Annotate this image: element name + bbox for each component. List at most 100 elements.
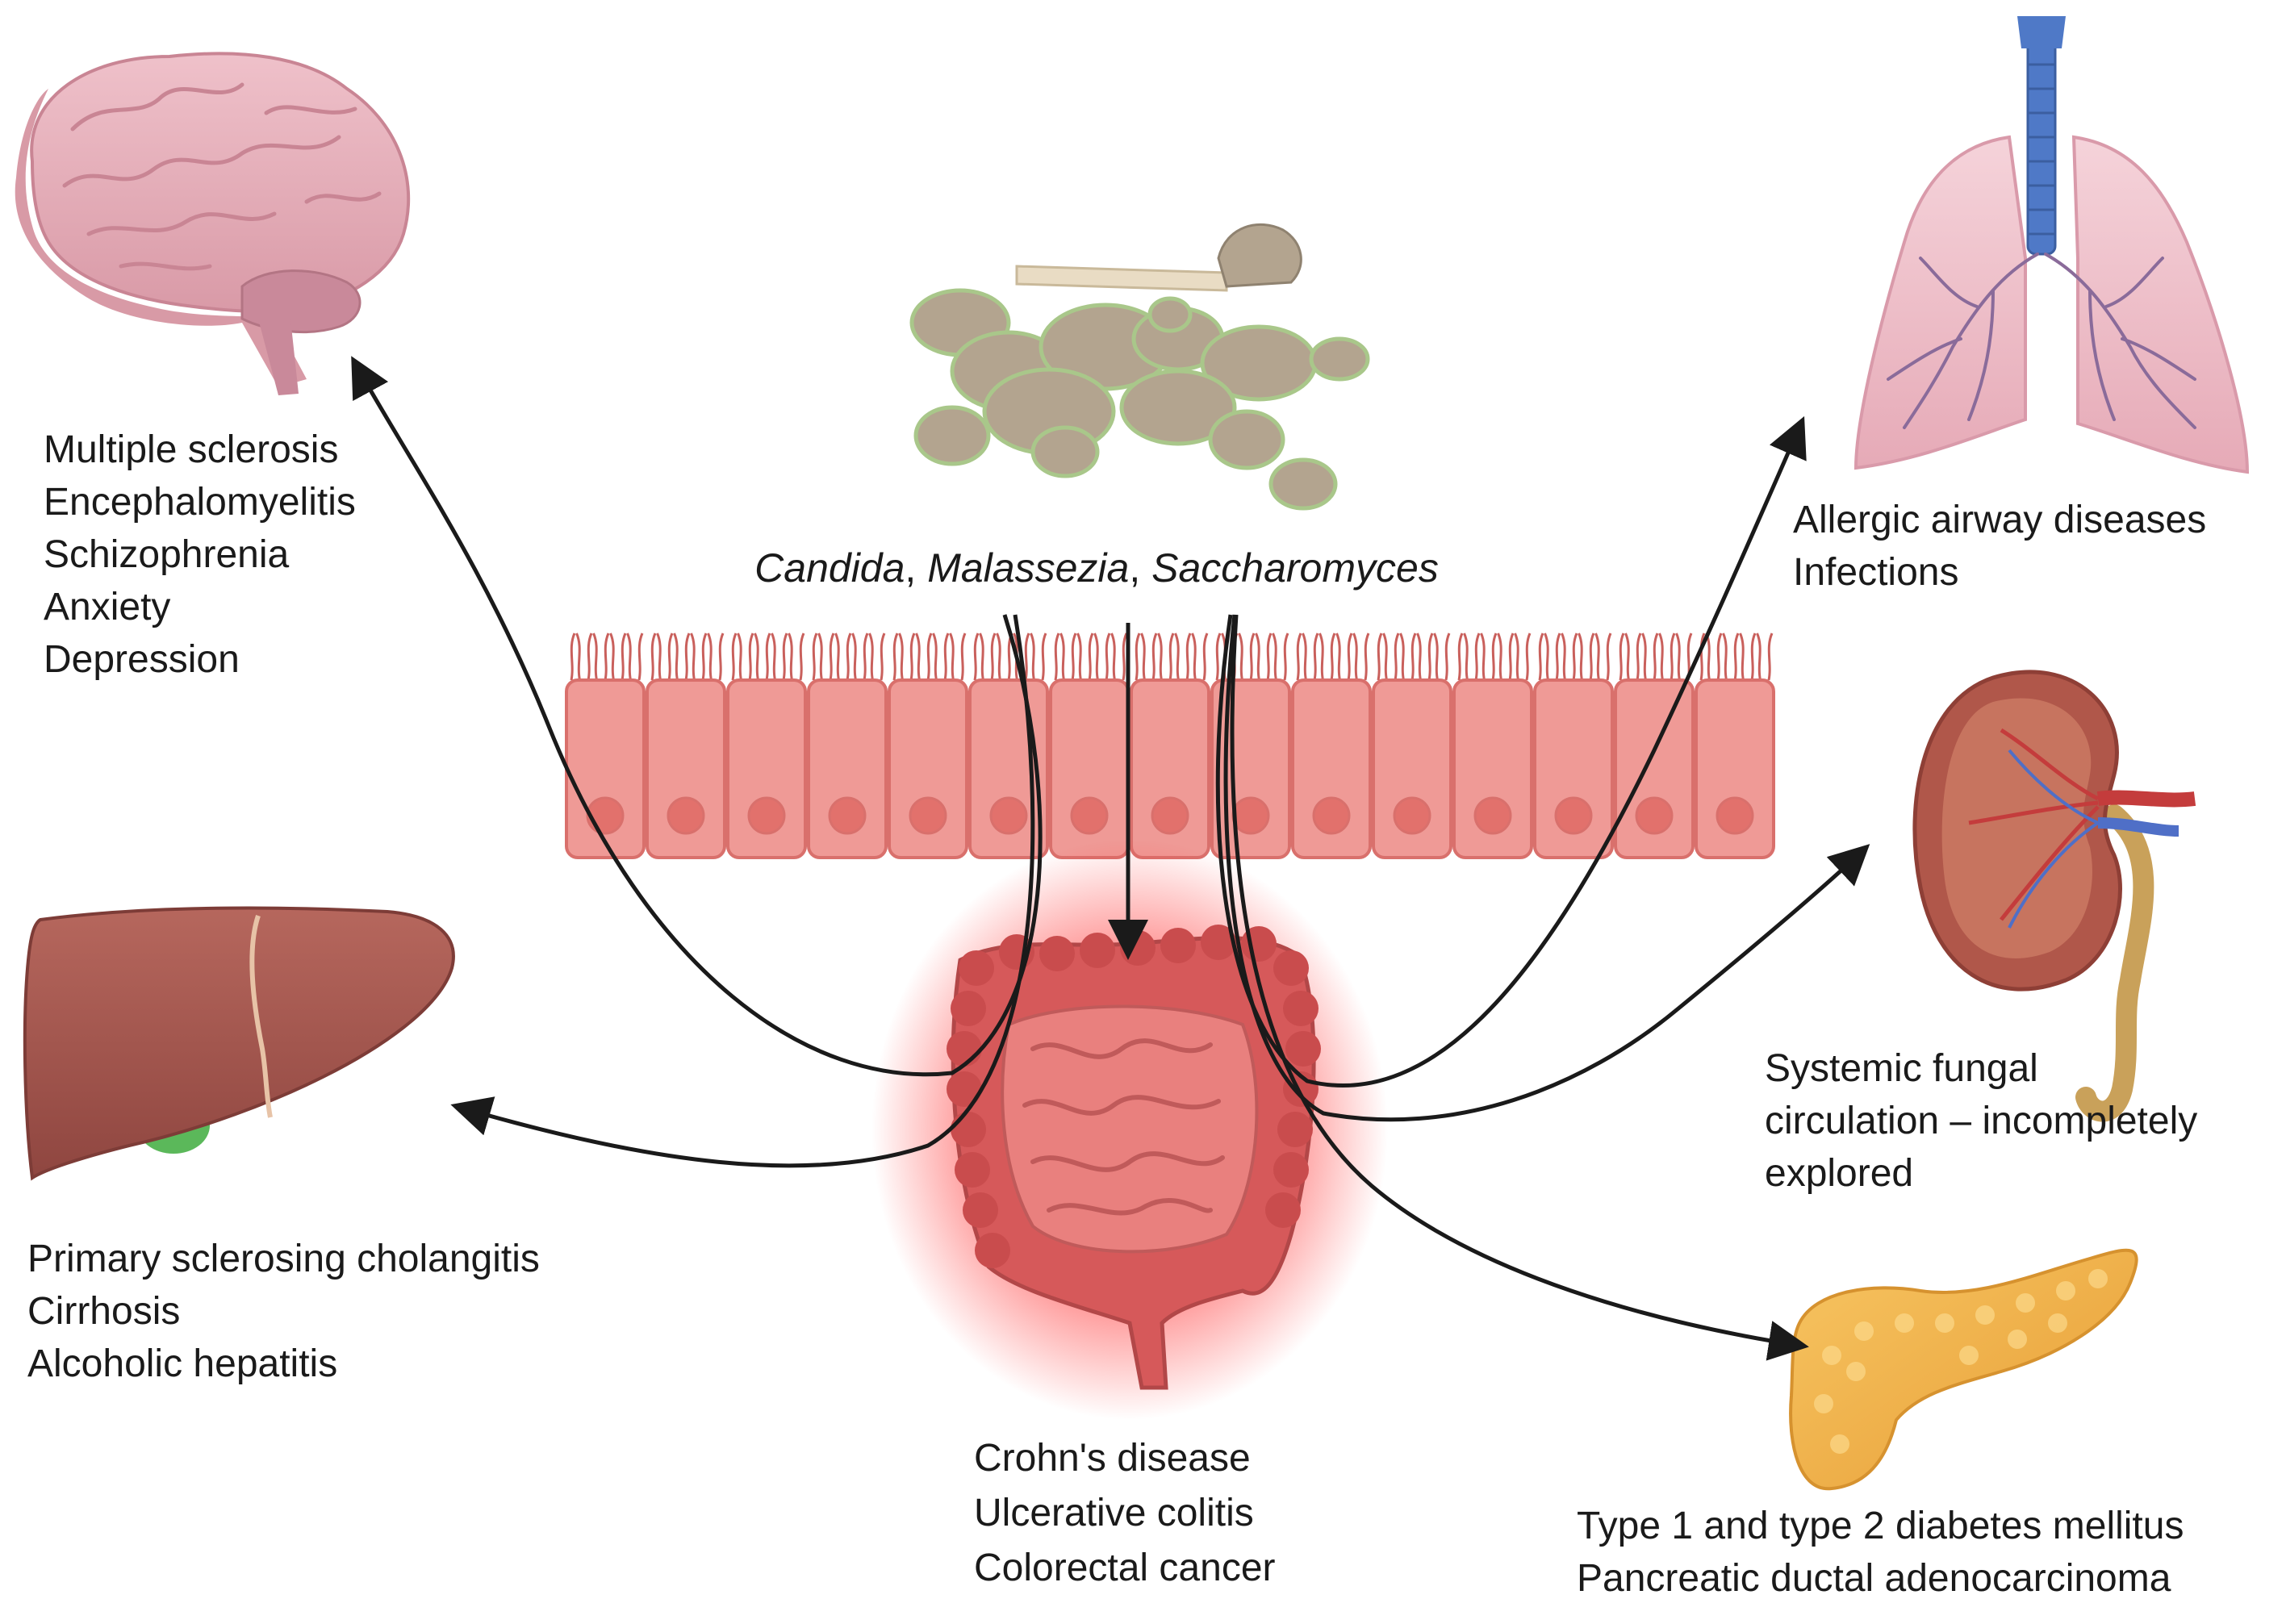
cilium — [1352, 632, 1358, 681]
pancreas-conditions: Type 1 and type 2 diabetes mellitus Panc… — [1577, 1505, 2184, 1600]
cilium — [1335, 632, 1341, 681]
intestine-conditions: Crohn's disease Ulcerative colitis Color… — [974, 1437, 1276, 1589]
cilium — [1416, 632, 1422, 681]
cilium — [1140, 632, 1146, 681]
cell-nucleus — [909, 796, 947, 835]
brain-condition: Schizophrenia — [44, 533, 290, 576]
cilium — [1054, 632, 1060, 681]
cilium — [707, 632, 713, 681]
brain-condition: Multiple sclerosis — [44, 428, 338, 471]
cilium — [656, 632, 662, 681]
cilium — [1670, 632, 1676, 681]
cilium — [1497, 632, 1502, 681]
cilium — [1202, 632, 1209, 681]
epithelial-cell — [1533, 678, 1614, 859]
cilium — [1283, 632, 1289, 681]
cilium — [868, 632, 874, 681]
cilium — [1024, 632, 1030, 681]
cilium — [1313, 632, 1319, 681]
fungus-name: Candida — [754, 545, 905, 591]
cell-nucleus — [989, 796, 1028, 835]
epithelial-cell — [1614, 678, 1695, 859]
trachea-icon — [2026, 23, 2057, 256]
cilium — [1410, 632, 1417, 681]
cilium — [1427, 632, 1434, 681]
arrow-to-kidney — [1223, 614, 1870, 1122]
lungs-icon — [1853, 16, 2250, 474]
cilium — [1589, 632, 1595, 681]
cilium — [1059, 632, 1065, 681]
cilium — [1561, 632, 1566, 681]
cilium — [771, 632, 776, 681]
cilium — [1174, 632, 1180, 681]
cilium — [1151, 632, 1158, 681]
epithelial-cell — [1372, 678, 1452, 859]
cilium — [926, 632, 933, 681]
cilium — [1722, 632, 1728, 681]
intestine-condition: Crohn's disease — [974, 1437, 1251, 1480]
cilium — [1071, 632, 1077, 681]
cilium — [863, 632, 869, 681]
liver-condition: Cirrhosis — [27, 1290, 180, 1333]
cilium — [609, 632, 615, 681]
epithelial-cell — [1695, 678, 1775, 859]
cilium — [1653, 632, 1659, 681]
cilium — [1076, 632, 1082, 681]
cilium — [1330, 632, 1336, 681]
liver-icon — [23, 906, 455, 1181]
cilium — [1641, 632, 1647, 681]
cilium — [1105, 632, 1111, 681]
brain-conditions: Multiple sclerosis Encephalomyelitis Sch… — [44, 428, 356, 681]
cilium — [1382, 632, 1388, 681]
intestine-condition: Ulcerative colitis — [974, 1492, 1254, 1534]
cilium — [748, 632, 754, 681]
cilium — [731, 632, 738, 681]
cilium — [718, 632, 725, 681]
cilium — [915, 632, 921, 681]
migration-arrows — [351, 356, 1870, 1361]
cell-nucleus — [1070, 796, 1109, 835]
cilium — [1619, 632, 1625, 681]
cilium — [1636, 632, 1642, 681]
cell-nucleus — [1151, 796, 1189, 835]
cilium — [960, 632, 967, 681]
cilium — [1215, 632, 1222, 681]
cilium — [637, 632, 644, 681]
cilium — [1733, 632, 1740, 681]
cilium — [1041, 632, 1047, 681]
cilium — [817, 632, 823, 681]
cilium — [765, 632, 771, 681]
liver-condition: Primary sclerosing cholangitis — [27, 1238, 540, 1280]
liver-conditions: Primary sclerosing cholangitis Cirrhosis… — [27, 1238, 540, 1385]
arrow-to-lungs — [1215, 415, 1807, 1088]
fungus-separator: , — [905, 545, 927, 591]
cilium — [1394, 632, 1400, 681]
cilium — [1433, 632, 1439, 681]
cilium — [592, 632, 598, 681]
arrow-to-pancreas — [1230, 614, 1809, 1361]
pancreas-condition: Pancreatic ductal adenocarcinoma — [1577, 1557, 2171, 1600]
cilium — [1474, 632, 1481, 681]
cilium — [1399, 632, 1405, 681]
cilium — [1135, 632, 1141, 681]
pancreas-condition: Type 1 and type 2 diabetes mellitus — [1577, 1505, 2184, 1547]
cilium — [701, 632, 708, 681]
cilium — [1272, 632, 1277, 681]
cilium — [650, 632, 657, 681]
cilium — [1122, 632, 1128, 681]
cilium — [1514, 632, 1519, 681]
cilium — [1508, 632, 1515, 681]
cilium — [1716, 632, 1723, 681]
kidney-conditions: Systemic fungal circulation – incomplete… — [1765, 1047, 2197, 1195]
fungi-genera-label: Candida, Malassezia, Saccharomyces — [754, 545, 1439, 591]
fungus-icon — [909, 223, 1370, 511]
cell-nucleus — [667, 796, 705, 835]
cell-nucleus — [1635, 796, 1674, 835]
cilium — [1168, 632, 1175, 681]
cilium — [626, 632, 632, 681]
brain-condition: Anxiety — [44, 586, 170, 628]
cilium — [1110, 632, 1116, 681]
cilium — [892, 632, 899, 681]
cilium — [1463, 632, 1469, 681]
brain-icon — [15, 52, 411, 395]
